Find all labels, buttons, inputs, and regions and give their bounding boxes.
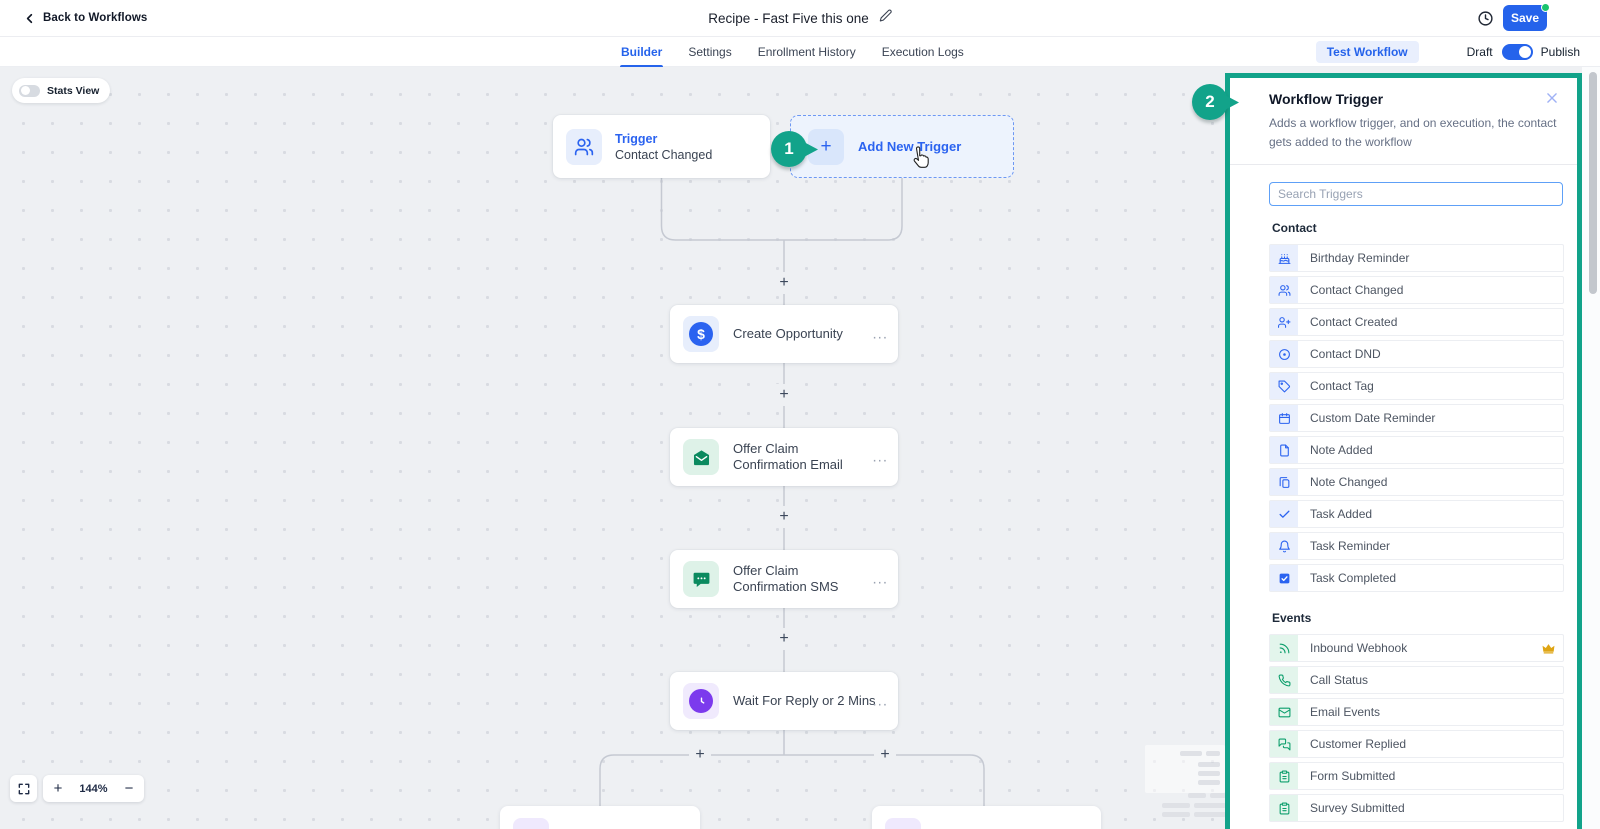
- phone-icon: [1270, 667, 1298, 694]
- users-icon: [566, 128, 602, 165]
- trigger-option-survey-submitted[interactable]: Survey Submitted: [1269, 794, 1564, 823]
- webhook-rss-icon: [1270, 635, 1298, 662]
- users-icon: [1270, 277, 1298, 304]
- unsaved-changes-dot: [1541, 3, 1550, 12]
- circle-dot-icon: [1270, 341, 1298, 368]
- check-icon: [1270, 501, 1298, 528]
- add-step-button[interactable]: +: [773, 272, 795, 294]
- branch-node-right[interactable]: [872, 806, 1101, 829]
- email-open-icon: [683, 439, 719, 475]
- trigger-option-birthday-reminder[interactable]: Birthday Reminder: [1269, 244, 1564, 273]
- trigger-option-customer-replied[interactable]: Customer Replied: [1269, 730, 1564, 759]
- cake-icon: [1270, 245, 1298, 272]
- trigger-node-title: Trigger: [615, 131, 658, 146]
- zoom-in-button[interactable]: +: [43, 775, 73, 802]
- save-button[interactable]: Save: [1503, 5, 1547, 31]
- trigger-option-call-status[interactable]: Call Status: [1269, 666, 1564, 695]
- bell-icon: [1270, 533, 1298, 560]
- panel-description: Adds a workflow trigger, and on executio…: [1269, 116, 1557, 149]
- version-history-icon[interactable]: [1477, 10, 1494, 27]
- top-header: Back to Workflows Recipe - Fast Five thi…: [0, 0, 1600, 37]
- annotation-step-1: 1: [771, 131, 818, 167]
- publish-label: Publish: [1540, 45, 1580, 59]
- clipboard-icon: [1270, 795, 1298, 822]
- trigger-option-contact-created[interactable]: Contact Created: [1269, 308, 1564, 337]
- sms-bubble-icon: [683, 561, 719, 597]
- action-node-email[interactable]: Offer Claim Confirmation Email ...: [670, 428, 898, 486]
- edit-title-icon[interactable]: [879, 9, 892, 27]
- tab-builder[interactable]: Builder: [620, 37, 664, 67]
- add-step-button[interactable]: +: [773, 506, 795, 528]
- trigger-option-email-events[interactable]: Email Events: [1269, 698, 1564, 727]
- fit-view-button[interactable]: [10, 775, 37, 802]
- trigger-option-custom-date-reminder[interactable]: Custom Date Reminder: [1269, 404, 1564, 433]
- stats-toggle-switch[interactable]: [19, 84, 40, 97]
- panel-title: Workflow Trigger: [1269, 91, 1384, 107]
- add-new-trigger-label: Add New Trigger: [858, 139, 962, 154]
- add-new-trigger-button[interactable]: + Add New Trigger: [790, 115, 1014, 178]
- opportunity-dollar-icon: $: [683, 316, 719, 352]
- node-menu-button[interactable]: ...: [872, 325, 888, 343]
- chat-reply-icon: [1270, 731, 1298, 758]
- node-menu-button[interactable]: ...: [872, 570, 888, 588]
- chevron-left-icon: [26, 13, 33, 23]
- stats-view-toggle[interactable]: Stats View: [12, 78, 111, 103]
- ghost-preview: [1140, 740, 1230, 825]
- section-label-events: Events: [1272, 611, 1312, 626]
- trigger-option-form-submitted[interactable]: Form Submitted: [1269, 762, 1564, 791]
- scrollbar-thumb[interactable]: [1589, 72, 1597, 294]
- user-plus-icon: [1270, 309, 1298, 336]
- tab-enrollment-history[interactable]: Enrollment History: [757, 45, 856, 59]
- search-triggers-input[interactable]: [1269, 182, 1563, 207]
- zoom-level: 144%: [79, 782, 108, 795]
- tab-settings[interactable]: Settings: [688, 45, 732, 59]
- action-node-create-opportunity[interactable]: $ Create Opportunity ...: [670, 305, 898, 363]
- tab-execution-logs[interactable]: Execution Logs: [881, 45, 964, 59]
- back-to-workflows-button[interactable]: Back to Workflows: [22, 11, 147, 26]
- trigger-node[interactable]: Trigger Contact Changed: [553, 115, 770, 178]
- calendar-icon: [1270, 405, 1298, 432]
- tag-icon: [1270, 373, 1298, 400]
- trigger-option-contact-changed[interactable]: Contact Changed: [1269, 276, 1564, 305]
- close-icon[interactable]: [1545, 91, 1559, 110]
- trigger-option-task-reminder[interactable]: Task Reminder: [1269, 532, 1564, 561]
- stats-view-label: Stats View: [47, 84, 100, 97]
- trigger-option-contact-tag[interactable]: Contact Tag: [1269, 372, 1564, 401]
- draft-label: Draft: [1466, 45, 1493, 59]
- add-step-button[interactable]: +: [773, 384, 795, 406]
- publish-toggle[interactable]: [1501, 44, 1533, 60]
- trigger-node-subtitle: Contact Changed: [615, 147, 713, 162]
- zoom-out-button[interactable]: −: [114, 775, 144, 802]
- trigger-option-note-added[interactable]: Note Added: [1269, 436, 1564, 465]
- divider: [1230, 164, 1577, 166]
- file-copy-icon: [1270, 469, 1298, 496]
- add-step-button[interactable]: +: [773, 628, 795, 650]
- wait-clock-icon: [683, 683, 719, 719]
- add-branch-step-button[interactable]: +: [874, 744, 896, 766]
- plus-icon: +: [808, 128, 844, 165]
- trigger-option-contact-dnd[interactable]: Contact DND: [1269, 340, 1564, 369]
- trigger-option-inbound-webhook[interactable]: Inbound Webhook: [1269, 634, 1564, 663]
- annotation-step-2: 2: [1192, 84, 1239, 120]
- check-square-icon: [1270, 565, 1298, 592]
- clipboard-icon: [1270, 763, 1298, 790]
- trigger-option-note-changed[interactable]: Note Changed: [1269, 468, 1564, 497]
- file-icon: [1270, 437, 1298, 464]
- trigger-option-task-added[interactable]: Task Added: [1269, 500, 1564, 529]
- action-node-sms[interactable]: Offer Claim Confirmation SMS ...: [670, 550, 898, 608]
- action-node-wait[interactable]: Wait For Reply or 2 Mins ...: [670, 672, 898, 730]
- workflow-title: Recipe - Fast Five this one: [708, 10, 869, 26]
- mail-icon: [1270, 699, 1298, 726]
- node-menu-button[interactable]: ...: [872, 692, 888, 710]
- section-label-contact: Contact: [1272, 221, 1317, 236]
- add-branch-step-button[interactable]: +: [689, 744, 711, 766]
- builder-toolbar: Builder Settings Enrollment History Exec…: [0, 37, 1600, 67]
- expand-icon: [18, 783, 29, 794]
- test-workflow-button[interactable]: Test Workflow: [1315, 41, 1419, 63]
- node-menu-button[interactable]: ...: [872, 448, 888, 466]
- trigger-option-task-completed[interactable]: Task Completed: [1269, 564, 1564, 593]
- crown-premium-icon: [1542, 643, 1555, 654]
- branch-node-left[interactable]: [500, 806, 700, 829]
- workflow-trigger-panel: Workflow Trigger Adds a workflow trigger…: [1225, 73, 1582, 829]
